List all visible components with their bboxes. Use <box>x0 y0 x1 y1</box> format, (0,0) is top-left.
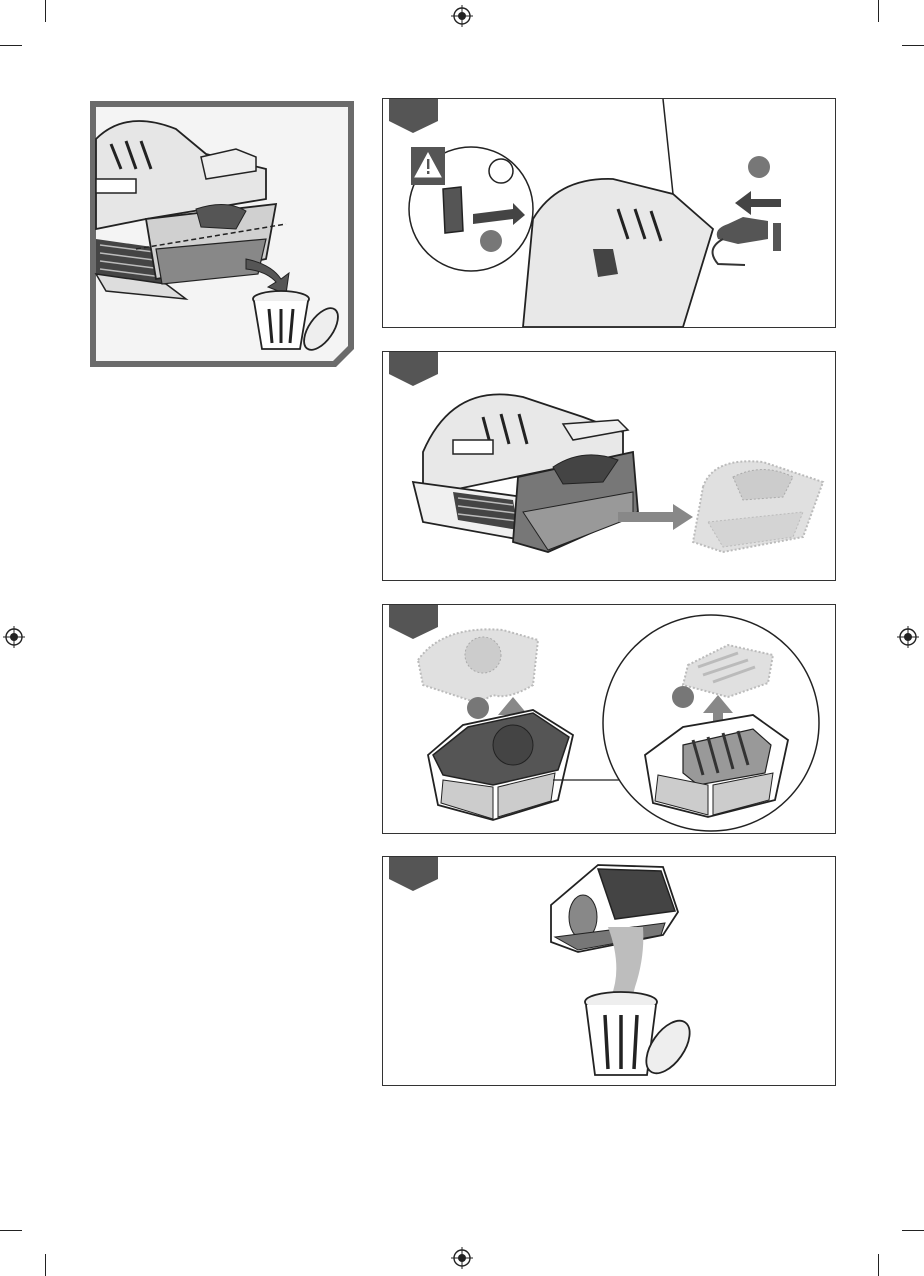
dust-box-icon <box>693 461 823 552</box>
crop-mark <box>45 0 46 22</box>
registration-mark-icon <box>451 5 473 27</box>
step-1-panel <box>382 98 836 328</box>
trash-can-icon <box>585 992 698 1081</box>
crop-mark <box>878 0 879 22</box>
warning-icon <box>411 147 445 185</box>
filter-cover-icon <box>418 629 538 703</box>
step-3-panel <box>382 604 836 834</box>
registration-mark-icon <box>451 1247 473 1269</box>
arrow-icon <box>735 191 781 215</box>
step-tab <box>389 99 438 133</box>
step-tab <box>389 352 438 386</box>
crop-mark <box>0 45 22 46</box>
crop-mark <box>0 1230 22 1231</box>
callout-bullet <box>480 230 502 252</box>
overview-figure <box>86 99 356 369</box>
callout-bullet <box>672 686 694 708</box>
crop-mark <box>45 1254 46 1276</box>
crop-mark <box>902 45 924 46</box>
callout-bullet <box>467 697 489 719</box>
crop-mark <box>902 1230 924 1231</box>
crop-mark <box>878 1254 879 1276</box>
step-tab <box>389 605 438 639</box>
callout-bullet <box>748 156 770 178</box>
registration-mark-icon <box>897 626 919 648</box>
step-tab <box>389 857 438 891</box>
step-4-panel <box>382 856 836 1086</box>
registration-mark-icon <box>3 626 25 648</box>
dust-box-icon <box>428 710 573 820</box>
step-2-panel <box>382 351 836 581</box>
switch-icon <box>523 99 713 327</box>
unplug-icon <box>713 217 781 265</box>
